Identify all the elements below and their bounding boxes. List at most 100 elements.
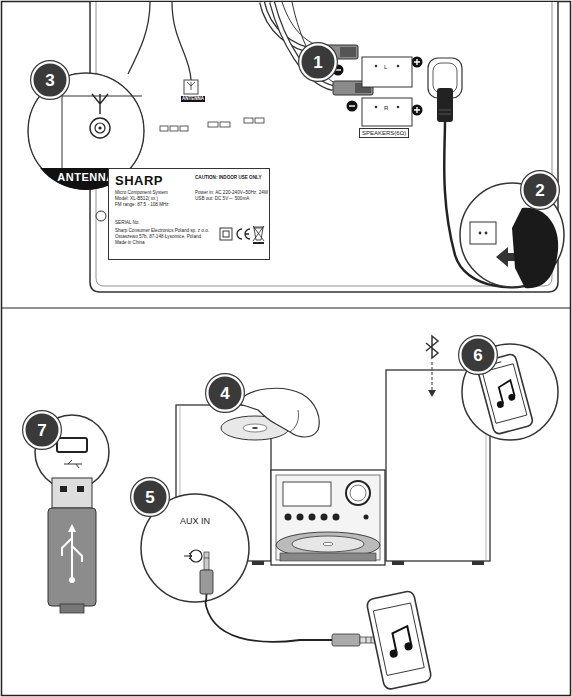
usb-inset (64, 460, 82, 468)
callout-circle (131, 478, 170, 517)
callout-circle (521, 171, 560, 210)
right-speaker (392, 561, 404, 565)
plate-symbols (223, 231, 229, 237)
callout-number: 2 (520, 170, 560, 210)
polarity-marks (347, 101, 358, 112)
plate-text: CAUTION: INDOOR USE ONLY (195, 176, 261, 181)
left-speaker (252, 561, 264, 565)
phone-aux (404, 642, 413, 651)
terminal-boxes (375, 106, 378, 109)
aux-cable (332, 634, 360, 646)
phone-inset (482, 364, 527, 423)
callout-number: 6 (458, 335, 498, 375)
usb-stick (69, 577, 75, 583)
aux-cable (205, 600, 332, 642)
polarity-marks (412, 105, 423, 116)
main-unit (271, 470, 385, 565)
aux-cable (366, 637, 367, 643)
antenna-terminal (184, 80, 198, 94)
aux-jack (204, 552, 209, 570)
usb-stick (62, 530, 82, 578)
terminal-boxes (397, 106, 400, 109)
phone-inset (508, 393, 516, 401)
main-unit (323, 542, 333, 545)
usb-stick (48, 478, 96, 613)
main-unit (292, 536, 364, 552)
phone-aux (366, 590, 432, 690)
power-socket (437, 88, 453, 122)
aux-jack (205, 594, 207, 602)
bluetooth-signal (428, 390, 436, 397)
usb-stick (60, 604, 84, 613)
antenna-terminal (172, 2, 191, 80)
plate-text: Power in: AC 220-240V~50Hz, 24W (195, 191, 268, 196)
aux-jack (190, 550, 202, 562)
callout-number: 2 (520, 170, 560, 210)
back-panel (220, 122, 230, 127)
main-unit (321, 514, 328, 521)
terminal-boxes (375, 65, 378, 68)
callout-number: 5 (130, 477, 170, 517)
callout-circle (206, 374, 245, 413)
plate-text: USB out: DC 5V ⎓ 500mA (195, 197, 249, 202)
callout-circle (31, 61, 70, 100)
callout-number: 5 (130, 477, 170, 517)
speaker-terminal: LRSPEAKERS(6Ω) (355, 52, 427, 142)
hand-with-disc (239, 388, 319, 437)
callout-number: 7 (22, 410, 62, 450)
right-speaker (472, 561, 484, 565)
antenna-detail (62, 96, 142, 168)
main-unit (280, 553, 376, 561)
terminal-label: SPEAKERS(6Ω) (359, 128, 409, 138)
aux-jack (184, 553, 192, 559)
rating-plate: SHARP CAUTION: INDOOR USE ONLY Micro Compo… (108, 168, 270, 260)
phone-aux (392, 626, 413, 653)
main-unit (271, 470, 385, 565)
aux-cable (205, 600, 376, 646)
callout-circle (299, 43, 338, 82)
bluetooth-signal (426, 336, 438, 397)
plate-text: SHARP (115, 174, 163, 187)
antenna-terminal (128, 2, 150, 74)
terminal-boxes (362, 57, 412, 126)
usb-stick (77, 486, 84, 492)
usb-stick (68, 524, 76, 532)
callout-number: 1 (298, 42, 338, 82)
hand-with-disc (243, 424, 267, 432)
aux-jack (204, 558, 209, 559)
phone-inset (496, 400, 504, 408)
back-panel (255, 118, 264, 123)
inset-circle (141, 494, 249, 602)
plate-symbols (245, 229, 250, 239)
phone-aux (366, 590, 432, 690)
aux-jack (200, 570, 213, 594)
callout-number: 1 (298, 42, 338, 82)
callout-number: 7 (22, 410, 62, 450)
main-unit (350, 485, 366, 501)
polarity-marks (412, 57, 423, 68)
terminal-boxes (362, 98, 412, 126)
callout-number: 3 (30, 60, 70, 100)
aux-jack (184, 550, 213, 602)
callout-number: 6 (458, 335, 498, 375)
terminal-label: L (384, 64, 387, 70)
main-unit (285, 514, 292, 521)
plate-symbols (220, 228, 232, 240)
terminal-boxes (362, 57, 412, 87)
frame (2, 307, 571, 308)
phone-inset (498, 380, 516, 404)
main-unit (333, 514, 340, 521)
usb-stick (60, 486, 67, 492)
plate-text: Made in China (115, 241, 145, 246)
back-panel (180, 126, 188, 131)
plate-text: Ostaszewo 57b, 87-148 Łysomice, Poland (115, 235, 201, 240)
polarity-marks (349, 105, 355, 106)
main-unit (297, 514, 304, 521)
wall-plug-inset (470, 222, 496, 244)
plate-symbols (237, 229, 242, 239)
speaker-wires (282, 2, 318, 46)
plate-text: Micro Component System (115, 191, 168, 196)
aux-cable (371, 637, 372, 643)
